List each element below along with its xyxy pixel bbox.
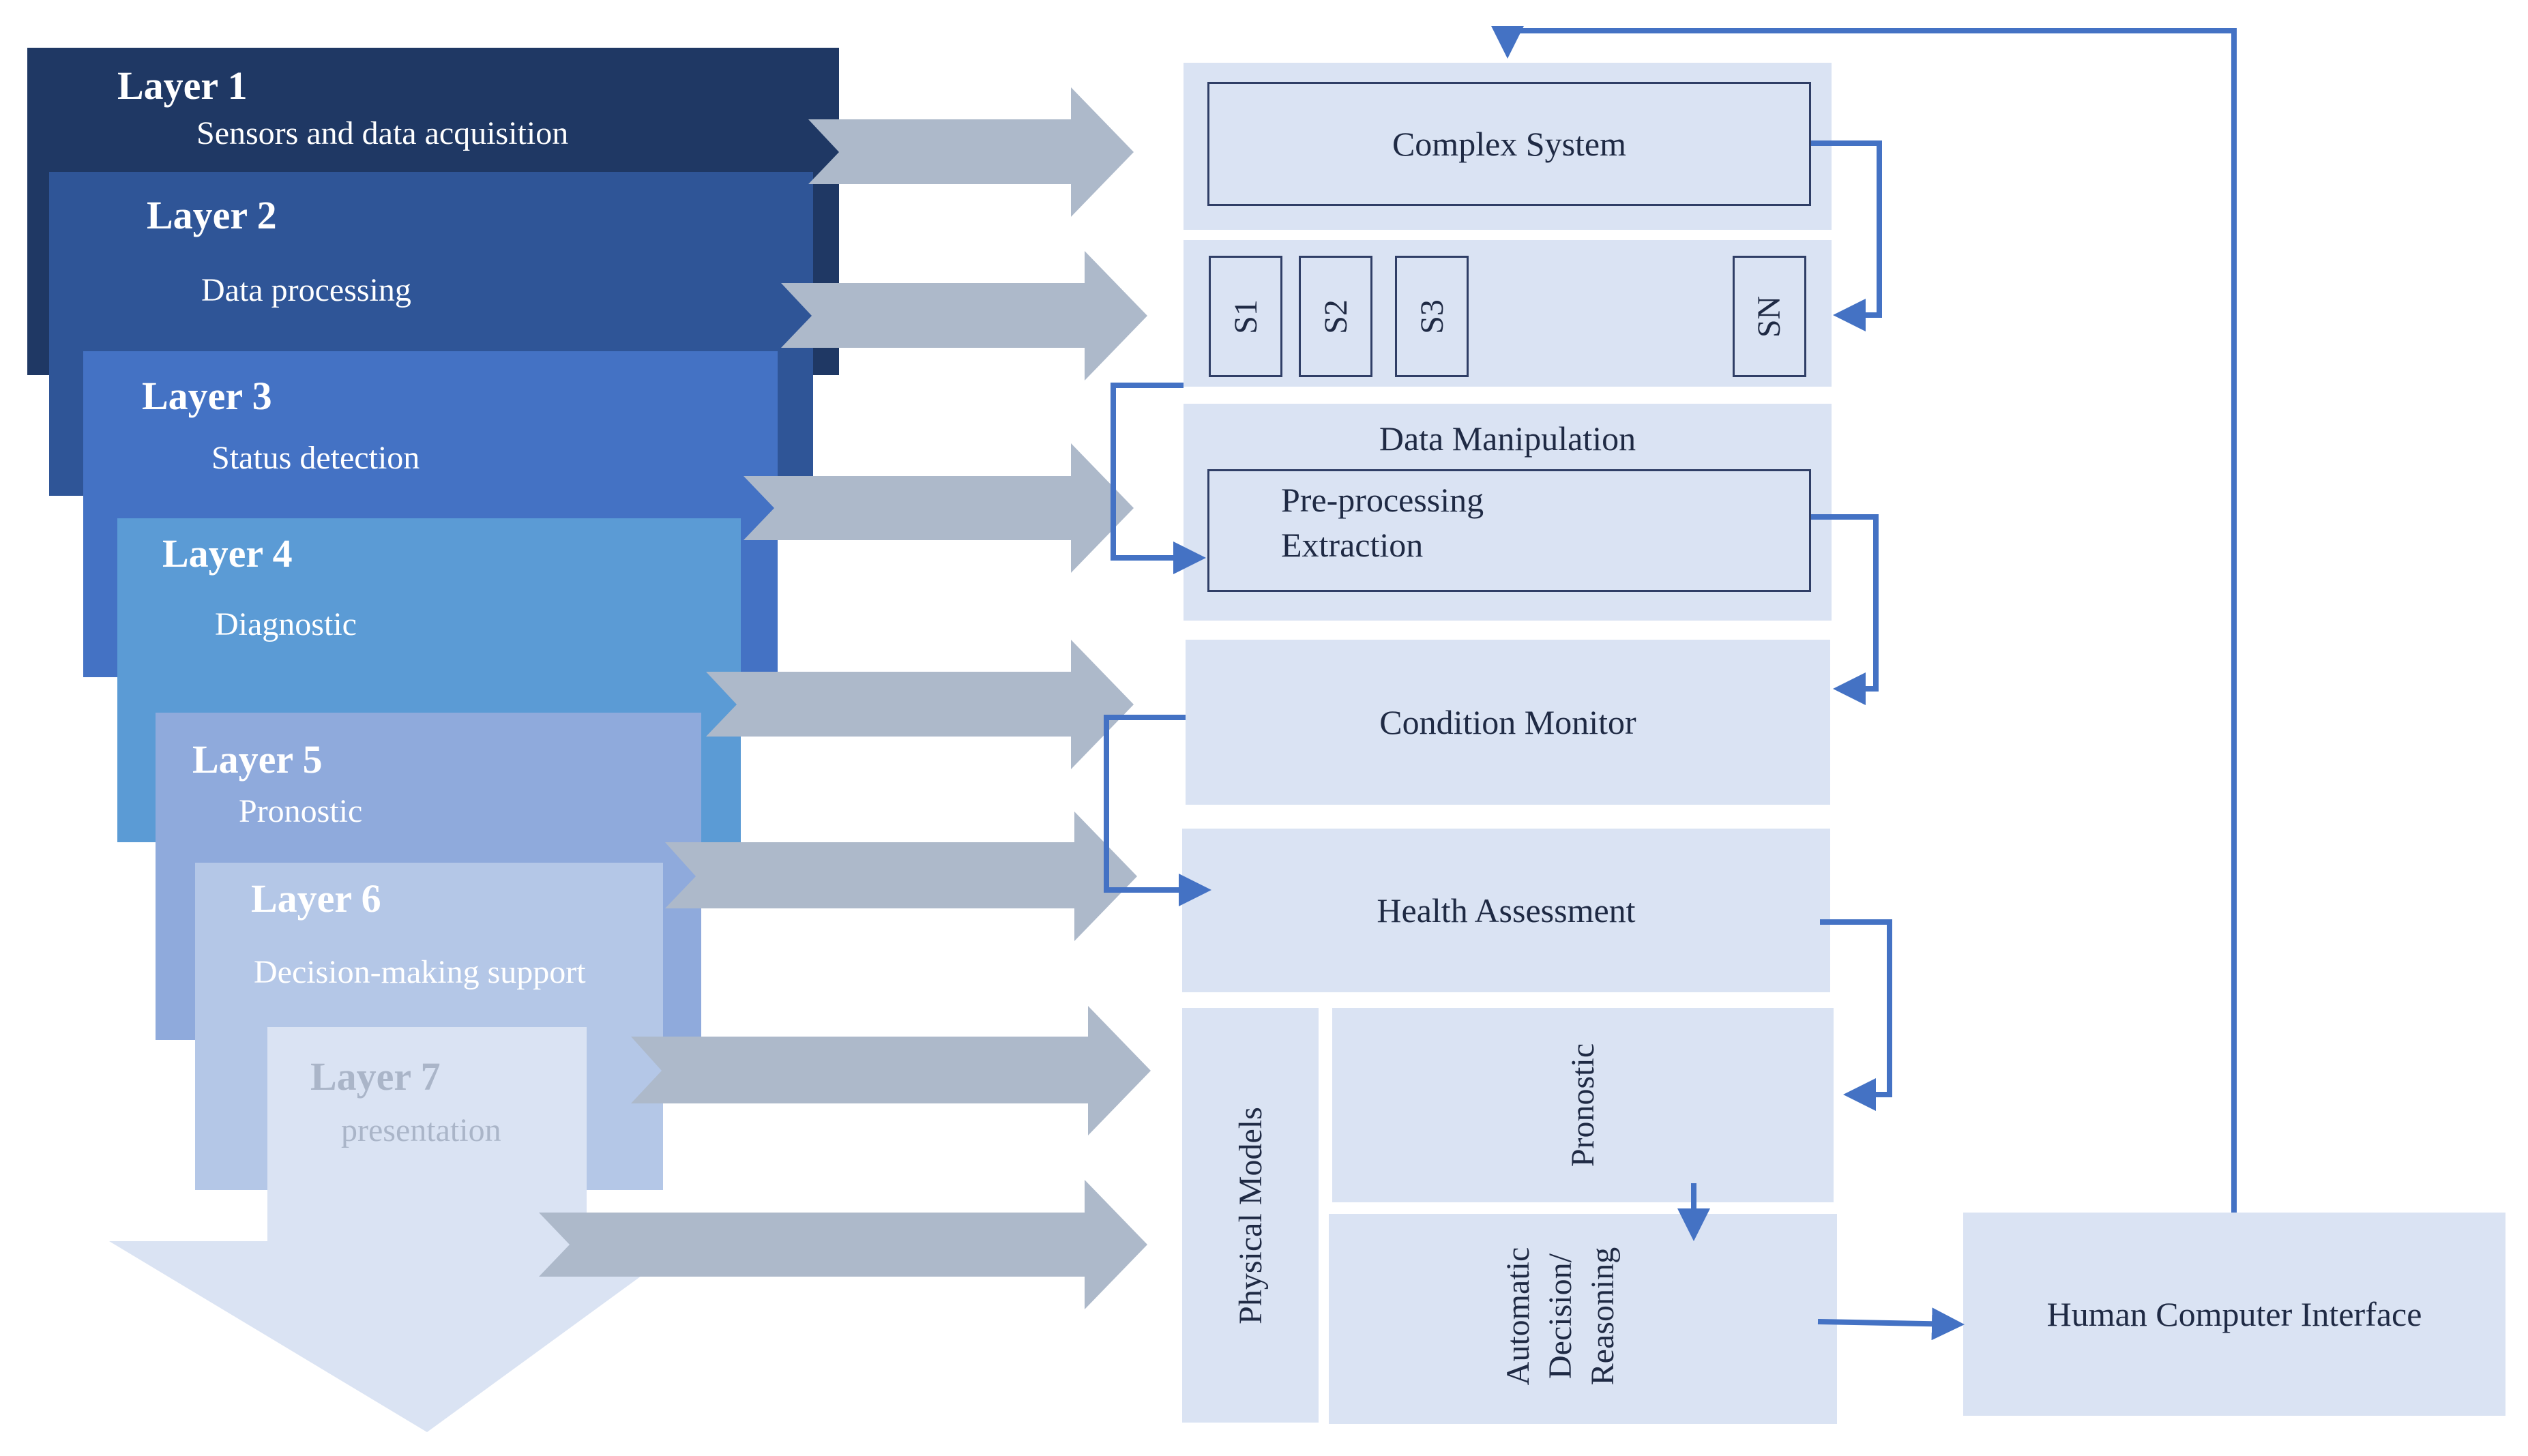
health-assessment-box: Health Assessment — [1182, 829, 1830, 992]
complex-system-label: Complex System — [1392, 125, 1627, 163]
layer-2-title: Layer 2 — [147, 193, 277, 237]
data-manipulation-label: Data Manipulation — [1379, 419, 1636, 458]
arrow-layer-6 — [631, 1006, 1151, 1135]
pronostic-box: Pronostic — [1332, 1008, 1834, 1202]
complex-system-box: Complex System — [1207, 82, 1811, 206]
layer-1-subtitle: Sensors and data acquisition — [196, 115, 569, 151]
condition-monitor-label: Condition Monitor — [1379, 703, 1636, 741]
layer-2-subtitle: Data processing — [201, 272, 411, 308]
connector-decision-to-hci — [1817, 1307, 1965, 1341]
arrow-layer-5 — [665, 812, 1137, 941]
arrow-layer-3 — [744, 443, 1134, 573]
health-assessment-label: Health Assessment — [1377, 891, 1636, 930]
automatic-decision-box — [1329, 1214, 1837, 1424]
connector-hci-to-complex — [1491, 26, 2237, 1213]
layer-3-subtitle: Status detection — [211, 440, 420, 476]
condition-monitor-box: Condition Monitor — [1186, 640, 1830, 805]
extraction-label: Extraction — [1281, 526, 1424, 564]
connector-condition-to-health — [1104, 715, 1211, 906]
layer-6-title: Layer 6 — [251, 876, 381, 921]
preprocessing-label: Pre-processing — [1281, 481, 1484, 519]
hci-label: Human Computer Interface — [2046, 1295, 2422, 1333]
arrow-layer-1 — [808, 87, 1134, 217]
layer-7-subtitle: presentation — [341, 1112, 501, 1148]
connector-complex-to-sensors — [1811, 140, 1882, 331]
layer-5-title: Layer 5 — [192, 737, 323, 782]
layer-5-subtitle: Pronostic — [239, 793, 363, 829]
arrow-layer-7 — [539, 1180, 1147, 1309]
sensor-sn: SN — [1733, 256, 1806, 377]
sensor-s1: S1 — [1209, 256, 1282, 377]
layer-1-title: Layer 1 — [117, 63, 248, 108]
arrow-layer-4 — [706, 640, 1134, 769]
layer-7-title: Layer 7 — [310, 1054, 441, 1099]
layer-6-subtitle: Decision-making support — [254, 954, 586, 990]
sensor-s3: S3 — [1395, 256, 1469, 377]
arrow-layer-2 — [781, 251, 1147, 381]
hci-box: Human Computer Interface — [1963, 1213, 2505, 1416]
layer-4-subtitle: Diagnostic — [215, 606, 357, 642]
layer-3-title: Layer 3 — [142, 374, 272, 418]
connector-preprocessing-to-condition — [1811, 514, 1879, 705]
connector-sensors-to-preprocessing — [1111, 383, 1206, 574]
layer-4-title: Layer 4 — [162, 531, 293, 576]
connector-health-to-pronostic — [1820, 919, 1892, 1111]
sensors-panel — [1184, 240, 1832, 387]
physical-models-box: Physical Models — [1182, 1008, 1319, 1423]
sensor-s2: S2 — [1299, 256, 1372, 377]
preprocessing-box — [1207, 469, 1811, 592]
